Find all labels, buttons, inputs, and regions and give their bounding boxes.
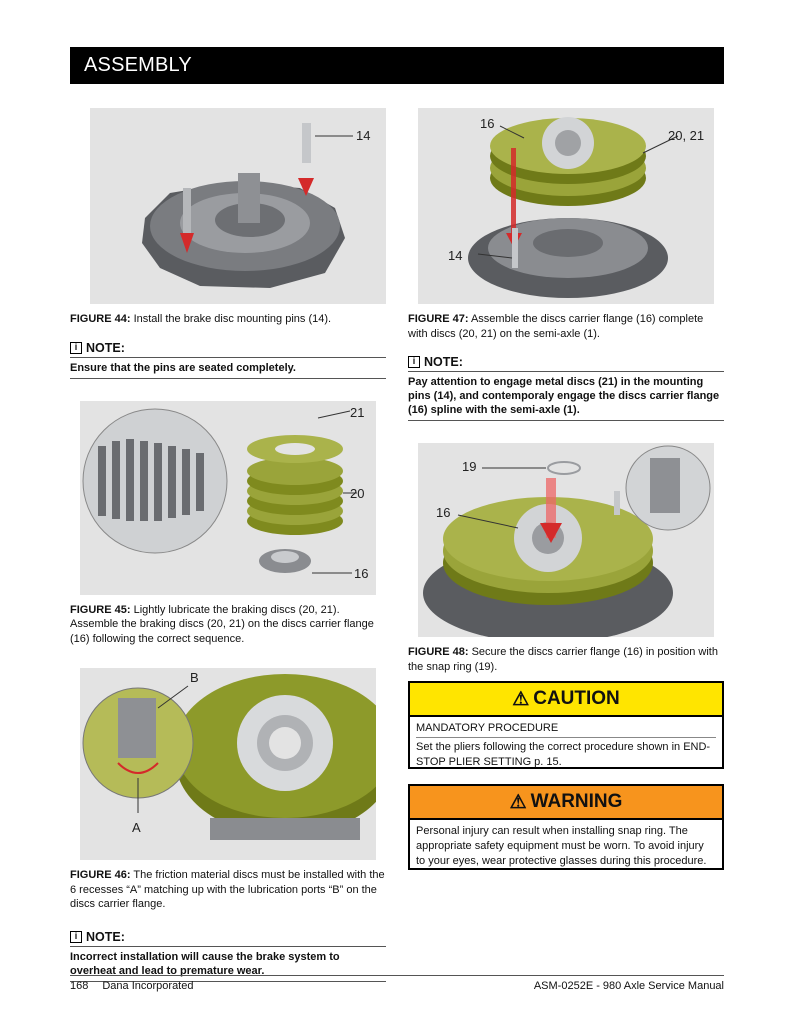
note-2-body: Pay attention to engage metal discs (21)… [408, 372, 724, 421]
note-1-label: NOTE: [86, 340, 125, 355]
figure-46-label: FIGURE 46: [70, 869, 131, 881]
callout-16: 16 [354, 565, 369, 581]
info-icon: i [408, 356, 420, 368]
caution-body: MANDATORY PROCEDURE Set the pliers follo… [410, 717, 722, 774]
note-2-label: NOTE: [424, 355, 463, 369]
figure-47-caption: FIGURE 47: Assemble the discs carrier fl… [408, 312, 724, 341]
figure-46-caption: FIGURE 46: The friction material discs m… [70, 868, 386, 912]
left-column: 14 FIGURE 44: Install the brake disc mou… [70, 108, 386, 982]
company-name: Dana Incorporated [102, 980, 194, 992]
figure-48-image: 19 16 [418, 443, 714, 637]
note-3-label: NOTE: [86, 929, 125, 944]
callout-20: 20 [350, 485, 365, 501]
figure-47-label: FIGURE 47: [408, 313, 469, 325]
caution-line-2: Set the pliers following the correct pro… [416, 741, 711, 768]
figure-45-image: 21 20 16 [80, 400, 376, 595]
caution-header: ⚠ CAUTION [410, 683, 722, 717]
callout-19: 19 [462, 459, 477, 474]
callout-16: 16 [436, 505, 451, 520]
figure-48-caption: FIGURE 48: Secure the discs carrier flan… [408, 645, 724, 674]
figure-44-caption: FIGURE 44: Install the brake disc mounti… [70, 312, 386, 327]
callout-14: 14 [448, 248, 463, 263]
figure-48-label: FIGURE 48: [408, 646, 469, 658]
figure-45-caption: FIGURE 45: Lightly lubricate the braking… [70, 603, 386, 647]
right-column: 16 20, 21 14 FIGURE 47: Assemble the dis… [408, 108, 724, 674]
figure-46-image: B A [80, 668, 376, 860]
figure-47-image: 16 20, 21 14 [418, 108, 714, 304]
figure-45-label: FIGURE 45: [70, 603, 131, 616]
figure-45-text: Lightly lubricate the braking discs (20,… [70, 603, 374, 645]
caution-line-1: MANDATORY PROCEDURE [416, 721, 716, 738]
warning-title: WARNING [530, 791, 623, 812]
info-icon: i [70, 341, 82, 354]
figure-44-label: FIGURE 44: [70, 313, 131, 325]
callout-a: A [132, 820, 141, 835]
note-2-heading: i NOTE: [408, 355, 724, 372]
page-footer: 168 Dana Incorporated ASM-0252E - 980 Ax… [70, 975, 724, 992]
callout-14: 14 [356, 128, 371, 143]
figure-48-text: Secure the discs carrier flange (16) in … [408, 646, 718, 673]
note-3-heading: i NOTE: [70, 930, 386, 947]
info-icon: i [70, 930, 82, 943]
warning-header: ⚠ WARNING [410, 786, 722, 820]
caution-box: ⚠ CAUTION MANDATORY PROCEDURE Set the pl… [408, 681, 724, 769]
warning-body: Personal injury can result when installi… [416, 825, 707, 867]
callout-16: 16 [480, 116, 495, 131]
manual-title: ASM-0252E - 980 Axle Service Manual [533, 980, 724, 992]
warning-triangle-icon: ⚠ [509, 791, 527, 813]
figure-44-image: 14 [90, 108, 386, 304]
callout-20-21: 20, 21 [668, 128, 705, 143]
figure-44-text: Install the brake disc mounting pins (14… [130, 313, 332, 325]
warning-box: ⚠ WARNING Personal injury can result whe… [408, 784, 724, 870]
callout-b: B [190, 670, 199, 685]
caution-title: CAUTION [533, 688, 620, 709]
figure-47-text: Assemble the discs carrier flange (16) c… [408, 313, 704, 340]
page-number: 168 [70, 980, 89, 992]
note-3-body: Incorrect installation will cause the br… [70, 947, 386, 982]
note-1-heading: i NOTE: [70, 341, 386, 358]
note-1-body: Ensure that the pins are seated complete… [70, 358, 386, 379]
page-title: ASSEMBLY [84, 54, 192, 76]
callout-21: 21 [350, 404, 365, 420]
page-header: ASSEMBLY [70, 47, 724, 84]
warning-triangle-icon: ⚠ [512, 688, 530, 710]
figure-46-text: The friction material discs must be inst… [70, 869, 385, 910]
